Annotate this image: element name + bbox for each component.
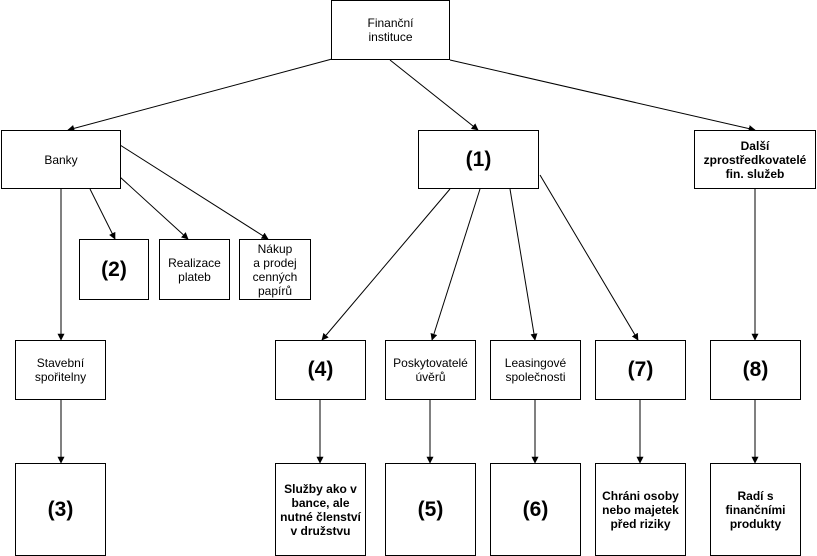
node-2: (2): [79, 239, 149, 300]
node-8: (8): [710, 340, 801, 400]
node-advisors: Radí s finančními produkty: [710, 463, 801, 556]
edge-banks-payments: [119, 176, 189, 240]
node-other-intermediaries: Další zprostředkovatelé fin. služeb: [694, 130, 816, 189]
edge-root-other: [449, 59, 756, 133]
edge-root-banks: [67, 58, 333, 132]
edge-banks-n2: [89, 188, 116, 240]
node-1: (1): [418, 130, 539, 189]
node-3: (3): [15, 463, 106, 556]
node-root: Finanční instituce: [331, 0, 450, 60]
edge-banks-securities: [119, 144, 269, 240]
edge-n1-n7: [539, 174, 639, 341]
node-securities: Nákup a prodej cenných papírů: [239, 239, 311, 300]
node-lenders: Poskytovatelé úvěrů: [385, 340, 476, 400]
edge-root-n1: [389, 59, 479, 131]
edge-n1-n4: [321, 188, 451, 341]
edge-n1-leasing: [509, 188, 538, 341]
node-credit-union: Služby ako v bance, ale nutné členství v…: [275, 463, 366, 556]
node-4: (4): [275, 340, 366, 400]
node-savings-banks: Stavební spořitelny: [15, 340, 106, 400]
node-payments: Realizace plateb: [159, 239, 230, 300]
node-5: (5): [385, 463, 476, 556]
node-banks: Banky: [1, 130, 121, 189]
node-6: (6): [490, 463, 581, 556]
node-leasing: Leasingové společnosti: [490, 340, 581, 400]
node-7: (7): [595, 340, 686, 400]
node-insurance: Chráni osoby nebo majetek před riziky: [595, 463, 686, 556]
edge-n1-lenders: [430, 188, 481, 341]
